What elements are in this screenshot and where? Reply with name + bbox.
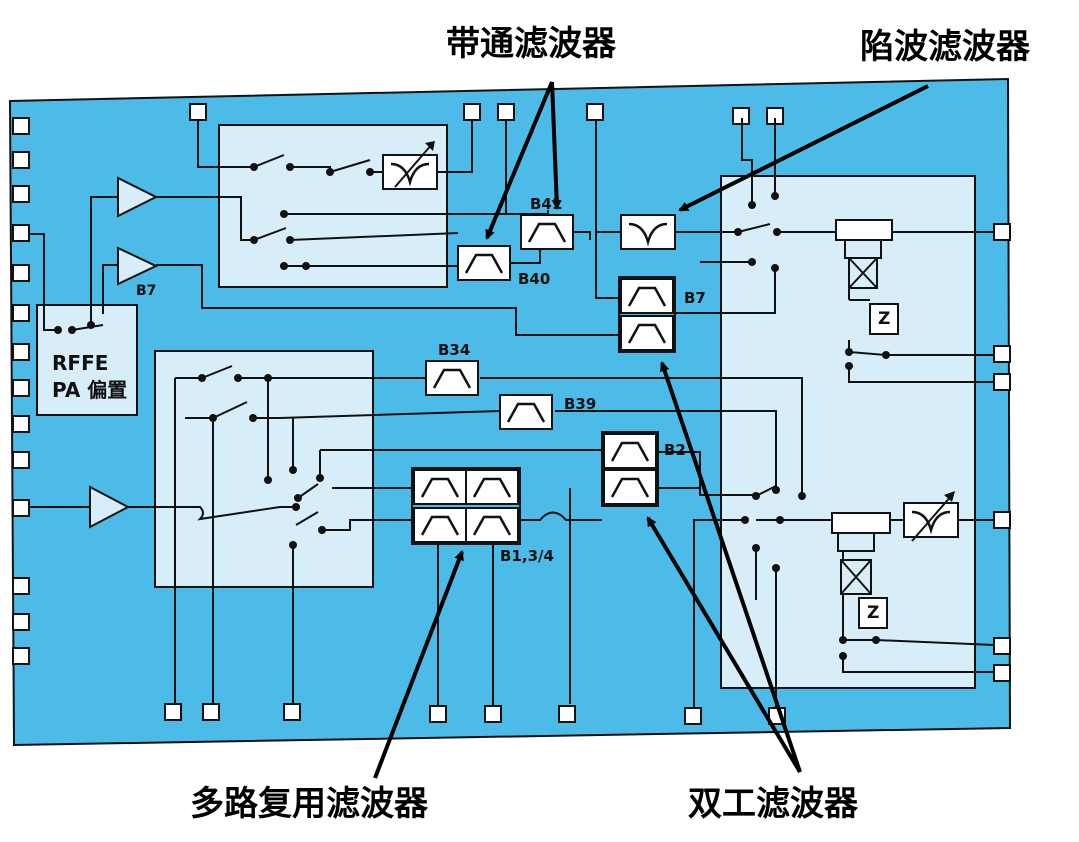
power-amplifier-lowband <box>89 485 131 529</box>
callout-bandpass-filter: 带通滤波器 <box>446 24 616 64</box>
multiplexer-b134 <box>411 467 521 545</box>
pa-bias-block <box>36 304 138 416</box>
label-b7-duplexer: B7 <box>684 289 706 307</box>
callout-arrows <box>373 81 929 779</box>
power-amplifier-b7 <box>117 246 159 286</box>
label-b41: B41 <box>530 195 563 213</box>
left-pads <box>12 117 30 665</box>
bandpass-switch-panel <box>218 124 448 288</box>
pa-bias-label-1: RFFE <box>52 351 109 375</box>
duplexer-b2-rx <box>602 468 658 506</box>
antenna-tuner-1 <box>835 219 893 289</box>
callout-notch-filter: 陷波滤波器 <box>860 27 1030 67</box>
impedance-block-1 <box>869 303 899 335</box>
duplexer-b2-tx <box>602 432 658 470</box>
notch-filter-b41 <box>619 213 677 251</box>
pa-bias-label-2: PA 偏置 <box>52 378 128 402</box>
label-b1-3-4: B1,3/4 <box>500 547 554 565</box>
label-b34: B34 <box>438 341 471 359</box>
wiring <box>30 118 995 708</box>
label-z-2: Z <box>867 603 880 623</box>
label-z-1: Z <box>878 309 891 329</box>
impedance-block-2 <box>858 597 888 629</box>
duplexer-b7-tx <box>619 277 675 315</box>
bpf-b41 <box>519 213 575 251</box>
label-b7-pa: B7 <box>136 283 157 299</box>
antenna-tuner-2 <box>831 512 891 595</box>
tunable-filter-top <box>381 141 439 191</box>
callout-multiplex-filter: 多路复用滤波器 <box>190 784 428 824</box>
power-amplifier-1 <box>117 176 159 218</box>
label-b2: B2 <box>664 441 686 459</box>
bpf-b34 <box>424 359 480 397</box>
tunable-filter-bottom <box>902 491 960 542</box>
label-b39: B39 <box>564 395 597 413</box>
lowband-switch-panel <box>154 350 374 588</box>
bpf-b40 <box>456 244 512 282</box>
duplexer-b7-rx <box>619 314 675 352</box>
label-b40: B40 <box>518 270 551 288</box>
callout-duplex-filter: 双工滤波器 <box>688 784 858 824</box>
switch-dots <box>54 163 890 660</box>
bpf-b39 <box>498 393 554 431</box>
